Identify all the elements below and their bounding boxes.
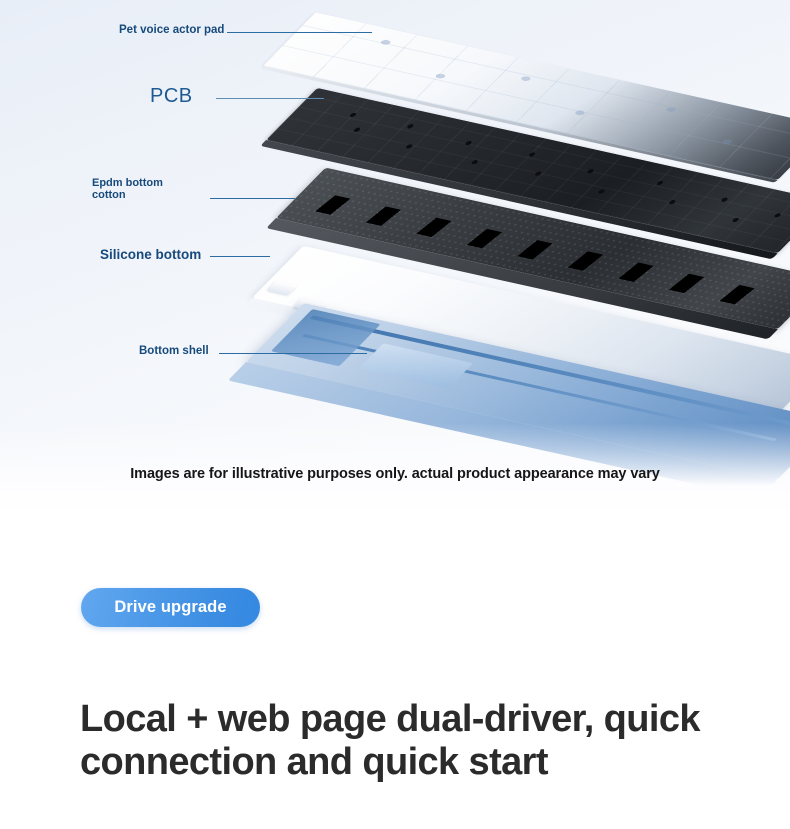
leader-line-silicone [210, 256, 270, 257]
driver-upgrade-section: Drive upgrade Local + web page dual-driv… [0, 513, 790, 829]
leader-line-pet [227, 32, 372, 33]
exploded-view-section: Pet voice actor pad PCB Epdm bottom cott… [0, 0, 790, 513]
callout-label-pet: Pet voice actor pad [119, 24, 225, 36]
layer-bottom-shell [227, 292, 790, 499]
callout-label-epdm: Epdm bottom cotton [92, 177, 163, 202]
callout-label-pcb: PCB [150, 85, 193, 107]
leader-line-epdm [210, 198, 295, 199]
drive-upgrade-badge[interactable]: Drive upgrade [81, 588, 260, 627]
callout-label-shell: Bottom shell [139, 345, 209, 357]
layer-pet-voice-actor-pad [259, 2, 790, 183]
section-headline: Local + web page dual-driver, quick conn… [80, 698, 701, 783]
drive-upgrade-badge-label: Drive upgrade [114, 598, 227, 616]
disclaimer-text: Images are for illustrative purposes onl… [130, 466, 660, 482]
layer-epdm-bottom-cotton [266, 158, 790, 340]
leader-line-pcb [216, 98, 324, 99]
callout-label-silicone: Silicone bottom [100, 247, 202, 262]
leader-line-shell [219, 353, 367, 354]
layer-pcb [260, 78, 790, 260]
keyboard-exploded-diagram [227, 2, 790, 499]
